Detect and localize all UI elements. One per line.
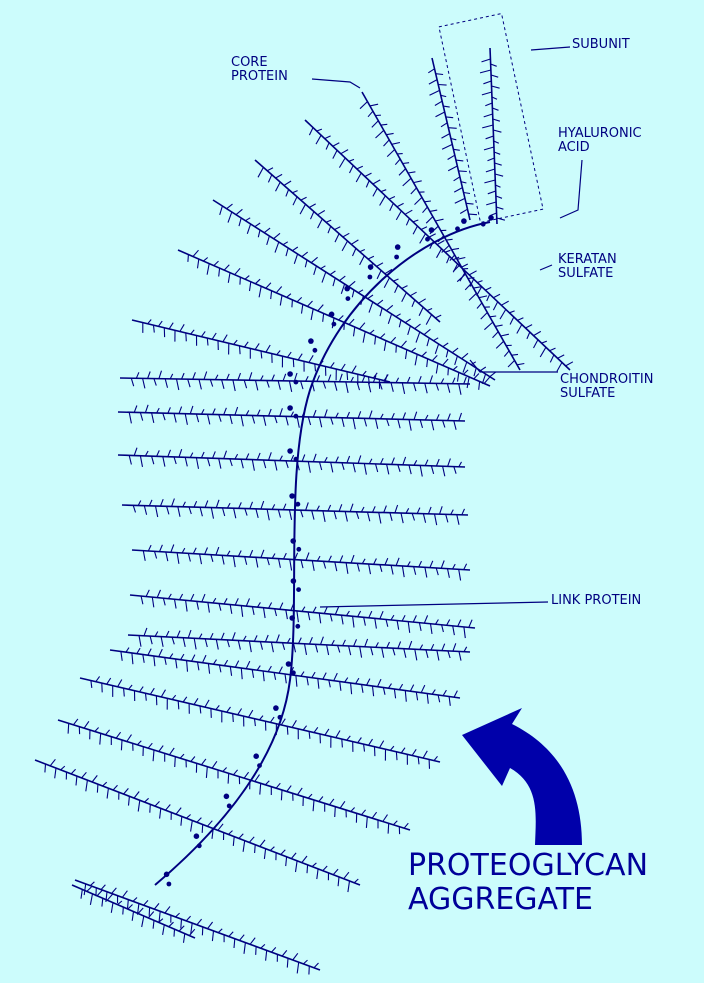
link-protein-dot [167,882,172,887]
link-protein-dot [296,502,301,507]
link-protein-dot [194,833,200,839]
leader-subunit [531,47,570,50]
label-chondroitin-sulfate: CHONDROITIN SULFATE [560,373,653,401]
link-protein-dot [329,312,335,318]
link-protein-dot [291,670,296,675]
label-chondroitin-sulfate-line2: SULFATE [560,387,653,401]
label-link-protein-text: LINK PROTEIN [551,594,641,608]
link-protein-dot [273,705,279,711]
link-protein-dot [296,547,301,552]
link-protein-dot [294,380,299,385]
diagram-title: PROTEOGLYCAN AGGREGATE [408,849,648,917]
leader-chondroitin-sulfate [470,360,558,372]
link-protein-dot [257,763,262,768]
link-protein-dot [344,286,350,292]
label-link-protein: LINK PROTEIN [551,594,641,608]
subunit-15 [128,628,470,661]
link-protein-dot [308,338,314,344]
subunit-group [35,48,573,975]
link-protein-dot [488,215,494,221]
link-protein-dot [429,227,435,233]
link-protein-dot [197,843,202,848]
link-protein-dot [296,587,301,592]
link-protein-dot [289,615,295,621]
subunit-box [439,14,543,223]
leader-link-protein [320,602,548,607]
subunit-20 [75,880,320,975]
label-keratan-sulfate: KERATAN SULFATE [558,253,617,281]
link-protein-dot [224,794,230,800]
link-protein-dot [461,218,467,224]
leader-hyaluronic-acid [560,160,582,218]
link-protein-dot [287,448,293,454]
label-hyaluronic-acid-line2: ACID [558,141,642,155]
subunit-1 [480,48,505,224]
link-protein-dot [313,348,318,353]
label-core-protein-line1: CORE [231,56,288,70]
label-subunit: SUBUNIT [572,38,630,52]
leader-core-protein [312,79,360,88]
title-line2: AGGREGATE [408,883,648,917]
link-protein-dot [346,296,351,301]
subunit-21 [72,885,195,943]
link-protein-dot [164,872,170,878]
curved-arrow [462,708,582,845]
link-protein-dot [332,322,337,327]
title-line1: PROTEOGLYCAN [408,849,648,883]
link-protein-dot [368,275,373,280]
link-protein-dot [368,264,374,270]
link-protein-dot [227,804,232,809]
subunit-2 [428,58,477,220]
label-subunit-text: SUBUNIT [572,38,630,52]
link-protein-dot [291,578,297,584]
subunit-18 [58,719,410,834]
subunit-19 [35,759,360,892]
label-keratan-sulfate-line1: KERATAN [558,253,617,267]
link-protein-dot [425,237,430,242]
label-chondroitin-sulfate-line1: CHONDROITIN [560,373,653,387]
leader-keratan-sulfate [540,265,552,270]
link-protein-dot [294,414,299,419]
link-protein-dot [286,661,292,667]
link-protein-dot [290,538,296,544]
link-protein-dot [455,226,460,231]
link-protein-dot [295,624,300,629]
link-protein-dot [278,715,283,720]
link-protein-dot [395,244,401,250]
label-core-protein-line2: PROTEIN [231,70,288,84]
subunit-17 [80,676,440,768]
subunit-6 [213,200,496,384]
label-keratan-sulfate-line2: SULFATE [558,267,617,281]
subunit-14 [130,590,475,638]
label-hyaluronic-acid: HYALURONIC ACID [558,127,642,155]
link-protein-dot [394,255,399,260]
label-hyaluronic-acid-line1: HYALURONIC [558,127,642,141]
subunit-3 [360,92,524,370]
link-protein-dot [287,371,293,377]
link-protein-dot [287,405,293,411]
link-protein-dot [289,493,295,499]
link-protein-dot [294,457,299,462]
link-protein-dot [253,753,259,759]
label-core-protein: CORE PROTEIN [231,56,288,84]
link-protein-dot [481,222,486,227]
